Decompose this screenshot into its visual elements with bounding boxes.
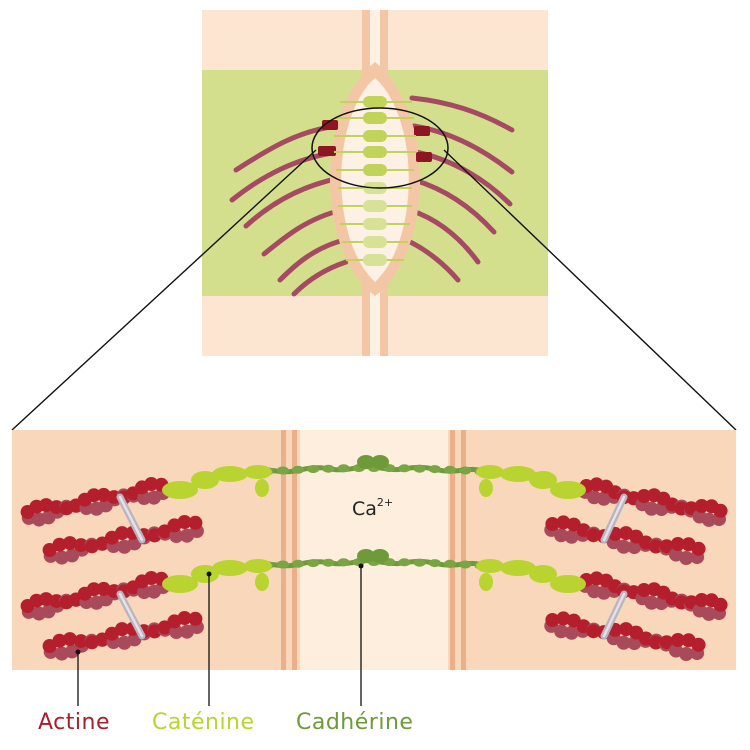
zoomed-panel xyxy=(12,430,736,670)
crosslinker-highlight xyxy=(118,495,626,638)
label-cadherine: Cadhérine xyxy=(296,710,414,735)
calcium-ion-label: Ca2+ xyxy=(352,496,393,520)
overview-cadherins xyxy=(334,96,416,266)
actin-strand xyxy=(20,477,170,527)
label-actine: Actine xyxy=(38,710,110,735)
zoom-line-right xyxy=(443,149,737,431)
actin-strand xyxy=(42,515,204,565)
actin-strand xyxy=(544,611,706,661)
calcium-charge: 2+ xyxy=(376,496,394,509)
label-pointers xyxy=(77,566,362,706)
calcium-symbol: Ca xyxy=(352,498,377,520)
label-catenine: Caténine xyxy=(152,710,255,735)
membranes xyxy=(281,430,466,670)
cadherin-dimer-tips xyxy=(357,455,389,563)
zoom-ellipse xyxy=(311,107,449,189)
zoom-line-left xyxy=(11,149,317,431)
label-pointer-dots xyxy=(75,563,364,655)
catenin-complexes xyxy=(162,465,586,593)
overview-anchor-bands xyxy=(318,120,432,162)
overview-panel xyxy=(202,10,548,356)
actin-strand xyxy=(20,571,170,621)
